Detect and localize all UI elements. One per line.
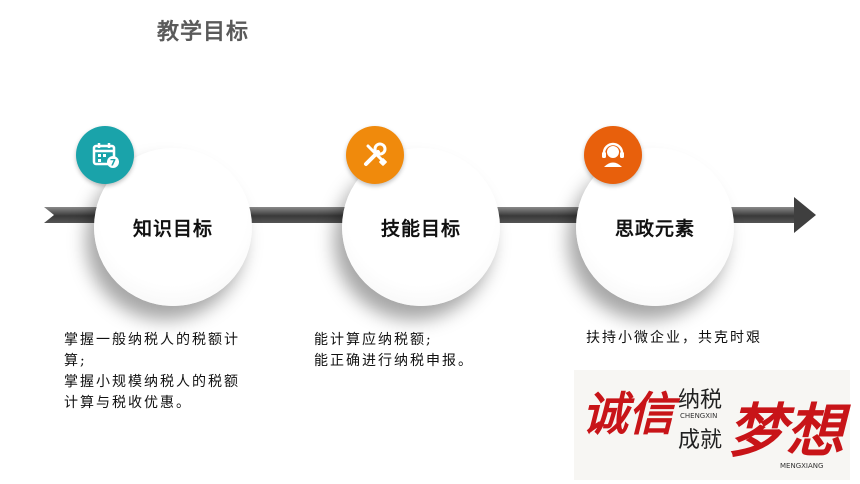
logo-pinyin-1: CHENGXIN <box>680 412 718 420</box>
logo-pinyin-2: MENGXIANG <box>780 462 824 470</box>
timeline-arrow-tail <box>44 207 54 223</box>
goal-label-ideology: 思政元素 <box>614 217 695 240</box>
timeline-arrow-head <box>794 197 816 233</box>
knowledge-description: 掌握一般纳税人的税额计 算; 掌握小规模纳税人的税额 计算与税收优惠。 <box>64 330 240 414</box>
logo-small-text-2: 成就 <box>678 428 723 453</box>
skills-line: 能计算应纳税额; <box>314 332 433 348</box>
knowledge-line: 计算与税收优惠。 <box>64 395 192 411</box>
skills-line: 能正确进行纳税申报。 <box>314 353 474 369</box>
calendar-icon: 7 <box>76 126 134 184</box>
ideology-line: 扶持小微企业，共克时艰 <box>586 330 762 346</box>
ideology-description: 扶持小微企业，共克时艰 <box>586 328 762 349</box>
page-title: 教学目标 <box>157 20 250 45</box>
tools-icon <box>346 126 404 184</box>
logo-big-text-2: 梦想 <box>728 397 845 465</box>
logo-small-text-1: 纳税 <box>678 388 723 413</box>
skills-description: 能计算应纳税额; 能正确进行纳税申报。 <box>314 330 474 372</box>
goal-label-knowledge: 知识目标 <box>132 217 213 240</box>
goal-label-skills: 技能目标 <box>380 217 461 240</box>
customer-service-icon <box>584 126 642 184</box>
integrity-dream-logo: 诚信 纳税 CHENGXIN 成就 梦想 MENGXIANG <box>574 370 850 480</box>
knowledge-line: 算; <box>64 353 87 369</box>
logo-big-text-1: 诚信 <box>582 387 674 441</box>
svg-text:7: 7 <box>110 159 116 169</box>
knowledge-line: 掌握一般纳税人的税额计 <box>64 332 240 348</box>
knowledge-line: 掌握小规模纳税人的税额 <box>64 374 240 390</box>
